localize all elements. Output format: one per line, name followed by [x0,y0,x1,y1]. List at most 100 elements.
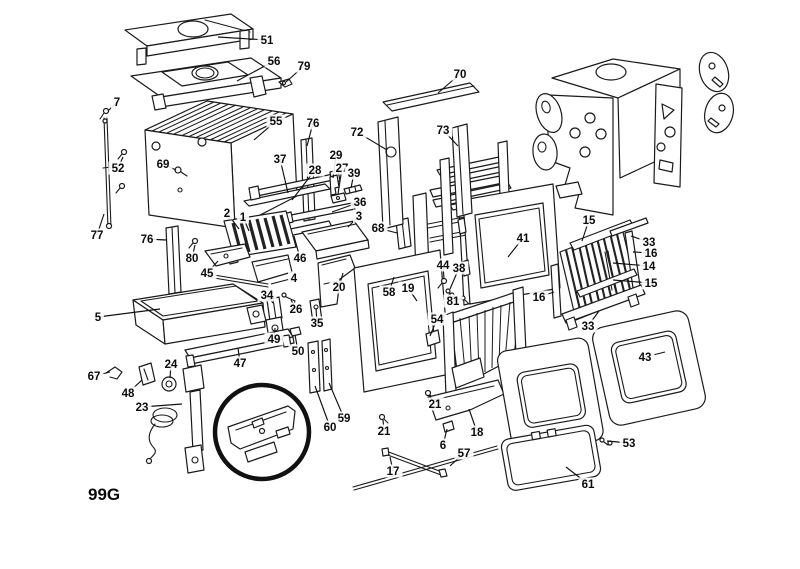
part-label-bg-50 [288,344,308,358]
clip-part-39 [343,184,363,195]
part-label-bg-43 [635,350,655,364]
part-label-bg-68 [368,221,388,235]
door-part-43 [592,310,706,426]
part-label-bg-23 [132,400,152,414]
part-label-1: 1 [240,212,247,224]
part-label-bg-21 [425,397,445,411]
part-label-69: 69 [157,159,170,171]
part-label-bg-16 [641,246,661,260]
bracket-part-45 [204,243,251,267]
part-label-52: 52 [112,163,125,175]
detail-circle [212,382,312,482]
part-label-bg-76 [303,116,323,130]
part-label-61: 61 [582,479,595,491]
part-label-bg-38 [449,261,469,275]
part-label-bg-34 [257,288,277,302]
part-label-68: 68 [372,223,385,235]
part-label-bg-2 [221,206,233,220]
damper-oval-parts [698,51,735,134]
part-label-21: 21 [378,426,391,438]
part-label-37: 37 [274,154,287,166]
part-label-bg-51 [257,33,277,47]
part-label-79: 79 [298,61,311,73]
clip-part-79 [278,78,293,88]
part-label-16: 16 [533,292,546,304]
part-label-bg-20 [329,280,349,294]
part-label-bg-45 [197,266,217,280]
part-label-7: 7 [114,97,120,109]
part-label-bg-58 [379,285,399,299]
part-label-bg-76 [137,232,157,246]
screws-part-53 [599,437,613,446]
part-label-bg-47 [230,356,250,370]
part-label-23: 23 [136,402,149,414]
part-label-72: 72 [351,127,364,139]
part-label-bg-52 [108,161,128,175]
part-label-4: 4 [291,273,298,285]
part-label-35: 35 [311,318,324,330]
part-label-bg-33 [578,319,598,333]
channel-part-76-left [165,225,182,295]
bracket-part-29 [329,174,340,196]
panel-part-72 [377,116,404,230]
part-label-bg-33 [639,235,659,249]
part-label-49: 49 [268,334,281,346]
part-label-bg-19 [398,281,418,295]
knob-part-24 [161,376,177,392]
part-label-bg-73 [433,123,453,137]
rail-part-36 [282,202,356,225]
part-label-bg-6 [437,438,449,452]
part-label-2: 2 [224,208,230,220]
part-label-bg-17 [383,464,403,478]
part-label-bg-72 [347,125,367,139]
part-label-58: 58 [383,287,396,299]
part-label-81: 81 [447,296,460,308]
part-label-33: 33 [582,321,595,333]
part-label-bg-56 [264,54,284,68]
part-label-bg-70 [450,67,470,81]
part-label-bg-7 [111,95,123,109]
screw-part-7 [99,107,110,120]
part-label-bg-54 [427,312,447,326]
part-label-bg-15 [579,213,599,227]
part-label-bg-46 [290,251,310,265]
part-label-20: 20 [333,282,346,294]
part-label-bg-48 [118,386,138,400]
part-label-48: 48 [122,388,135,400]
part-label-26: 26 [290,304,303,316]
part-label-bg-44 [433,258,453,272]
part-label-29: 29 [330,150,343,162]
part-label-56: 56 [268,56,281,68]
part-label-bg-37 [270,152,290,166]
screw-part-21-lower [378,413,389,424]
part-label-16: 16 [645,248,658,260]
deflector-part-6-18 [427,379,505,433]
part-label-bg-67 [84,369,104,383]
rail-part-70 [382,82,480,112]
part-label-46: 46 [294,253,307,265]
part-label-57: 57 [458,448,471,460]
part-label-39: 39 [348,168,361,180]
part-label-47: 47 [234,358,247,370]
ash-pan-part [132,283,267,345]
screws-part-52 [115,148,128,194]
door-part-41 [457,183,561,305]
part-label-33: 33 [643,237,656,249]
channels-part-59-60 [307,338,333,394]
bracket-part-48 [138,362,156,386]
part-label-bg-80 [182,251,202,265]
part-label-bg-14 [639,259,659,273]
part-label-5: 5 [95,312,102,324]
part-label-bg-81 [443,294,463,308]
part-label-bg-36 [350,195,370,209]
liner-part-54 [425,286,527,397]
part-label-bg-77 [87,228,107,242]
leader-line-60 [314,385,331,428]
part-label-36: 36 [354,197,367,209]
grate-assembly-right [550,217,649,331]
stove-body [532,58,683,216]
part-label-bg-55 [266,114,286,128]
part-label-bg-69 [153,157,173,171]
